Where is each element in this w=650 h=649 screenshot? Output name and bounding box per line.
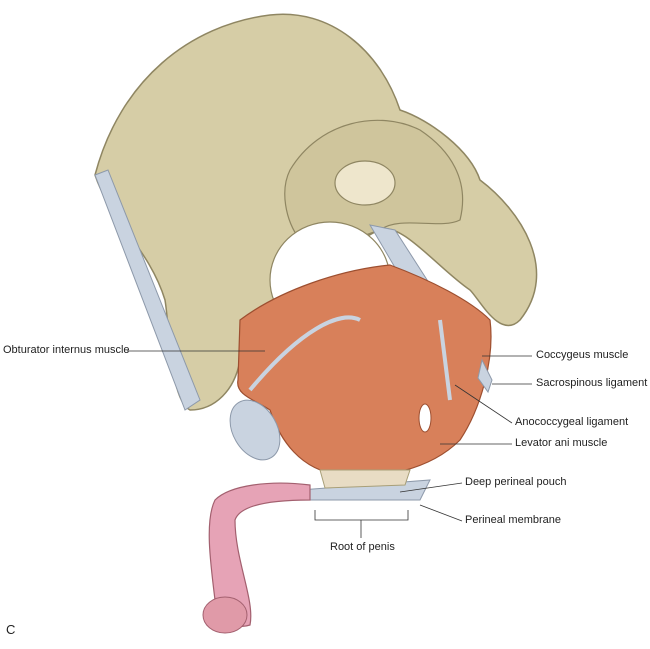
deep-perineal-pouch [319,469,411,489]
label-deep-perineal-pouch: Deep perineal pouch [465,476,567,488]
label-coccygeus: Coccygeus muscle [536,349,629,361]
label-obturator-internus: Obturator internus muscle [3,344,130,356]
glans [202,596,248,634]
ligament-band [94,169,201,411]
label-sacrospinous: Sacrospinous ligament [536,377,648,389]
sacrospinous-ligament [477,358,493,394]
figure-letter: C [6,622,16,637]
label-root-of-penis: Root of penis [330,541,395,553]
leader-lines [127,350,532,538]
vertebral-body [334,160,396,206]
label-levator-ani: Levator ani muscle [515,437,608,449]
label-perineal-membrane: Perineal membrane [465,514,561,526]
label-anococcygeal: Anococcygeal ligament [515,416,629,428]
